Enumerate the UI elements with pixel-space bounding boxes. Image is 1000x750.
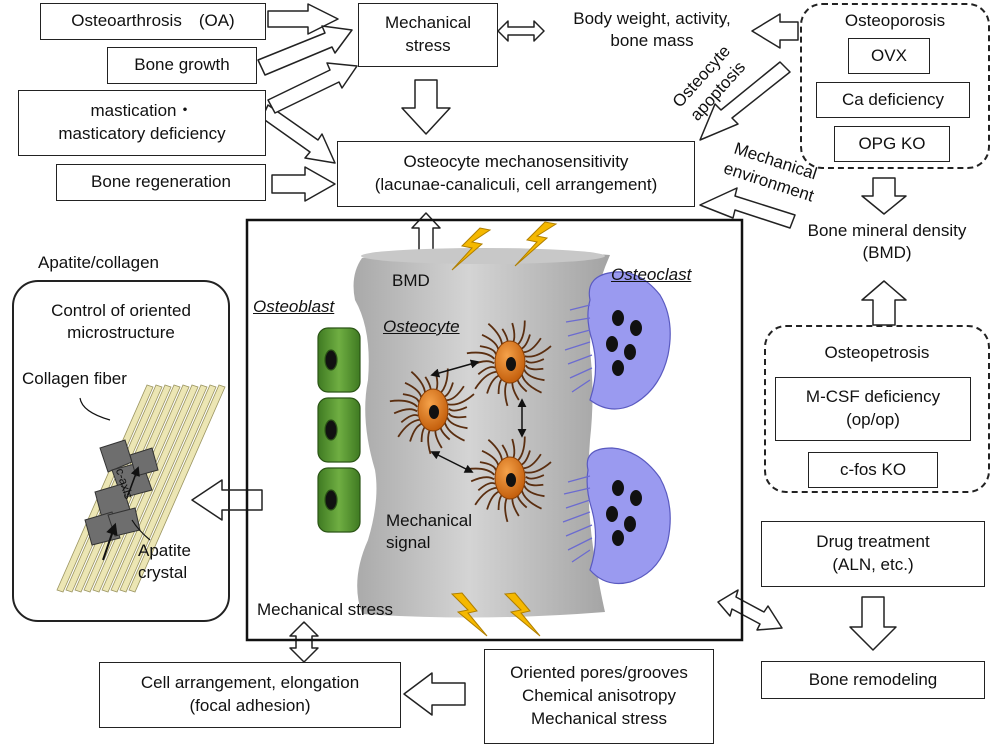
- oriented-pores-line1: Oriented pores/grooves: [510, 663, 688, 683]
- arrow-pores-to-cell: [403, 672, 466, 716]
- arrow-mech-environment: [699, 187, 796, 229]
- oriented-pores-line2: Chemical anisotropy: [521, 686, 676, 706]
- collagen-fiber-bundle: [56, 384, 226, 593]
- arrow-regeneration-to-sensitivity: [271, 166, 336, 202]
- lightning-icon: [451, 227, 492, 271]
- arrow-osteoporosis-to-bmd: [861, 177, 907, 215]
- arrow-stress-bodyweight: [497, 20, 545, 42]
- drug-treatment-line1: Drug treatment: [816, 532, 930, 552]
- lightning-icon: [503, 592, 541, 637]
- apatite-collagen-title: Apatite/collagen: [38, 253, 159, 272]
- oriented-pores-box: Oriented pores/grooves Chemical anisotro…: [484, 649, 714, 744]
- collagen-fiber-label: Collagen fiber: [22, 369, 127, 388]
- arrow-osteopetrosis-to-bmd: [861, 280, 907, 326]
- osteoporosis-title: Osteoporosis: [844, 11, 946, 30]
- cfos-ko-label: c-fos KO: [839, 459, 907, 479]
- mechanical-stress-top-box: Mechanical stress: [358, 3, 498, 67]
- arrow-mastication-to-sensitivity: [261, 104, 336, 164]
- bone-growth-box: Bone growth: [107, 47, 257, 84]
- osteopetrosis-group: [764, 325, 990, 493]
- mastication-box: mastication・ masticatory deficiency: [18, 90, 266, 156]
- center-bmd-label: BMD: [392, 271, 430, 290]
- collagen-fiber: [110, 384, 208, 593]
- masticatory-deficiency-label: masticatory deficiency: [58, 124, 226, 143]
- arrow-growth-to-stress: [257, 25, 353, 76]
- collagen-fiber: [119, 384, 217, 593]
- mech-stress-line2: stress: [405, 36, 451, 55]
- cell-arrangement-box: Cell arrangement, elongation (focal adhe…: [99, 662, 401, 728]
- mastication-label: mastication・: [90, 101, 194, 121]
- osteoblast-cells: [317, 327, 361, 533]
- osteocyte-cells: [389, 320, 552, 523]
- osteocyte-cell: [466, 436, 552, 523]
- osteocyte-cell: [466, 320, 552, 407]
- cfos-ko-box: c-fos KO: [808, 452, 938, 488]
- center-panel: [245, 218, 744, 642]
- mcsf-line2: (op/op): [846, 410, 900, 429]
- lightning-icon: [514, 221, 558, 267]
- osteopetrosis-title: Osteopetrosis: [824, 343, 930, 362]
- mcsf-line1: M-CSF deficiency: [805, 387, 941, 407]
- bmd-label: Bone mineral density(BMD): [807, 221, 967, 263]
- lightning-icon: [450, 592, 488, 637]
- microstructure-panel: [12, 280, 230, 622]
- opg-ko-box: OPG KO: [834, 126, 950, 162]
- ca-deficiency-box: Ca deficiency: [816, 82, 970, 118]
- arrow-stress-cell-bottom: [289, 621, 319, 663]
- oa-box: Osteoarthrosis (OA): [40, 3, 266, 40]
- ca-deficiency-label: Ca deficiency: [841, 89, 945, 109]
- bone-regeneration-label: Bone regeneration: [91, 172, 231, 192]
- mechanosensitivity-line1: Osteocyte mechanosensitivity: [403, 152, 629, 172]
- oa-label: Osteoarthrosis (OA): [71, 11, 235, 31]
- osteoclast-label: Osteoclast: [611, 265, 692, 284]
- drug-treatment-line2: (ALN, etc.): [832, 555, 914, 574]
- osteoclast-cells: [586, 271, 671, 585]
- bone-growth-label: Bone growth: [134, 55, 230, 75]
- mechanosensitivity-line2: (lacunae-canaliculi, cell arrangement): [374, 175, 658, 194]
- bone-remodeling-label: Bone remodeling: [808, 669, 938, 689]
- arrow-drug-center: [717, 589, 783, 631]
- bone-remodeling-box: Bone remodeling: [761, 661, 985, 699]
- osteocyte-cell: [389, 368, 475, 455]
- arrow-osteoporosis-to-bodyweight: [751, 13, 799, 49]
- ovx-box: OVX: [848, 38, 930, 74]
- arrow-mastication-to-stress: [267, 62, 358, 114]
- arrow-drug-to-remodeling: [849, 596, 897, 651]
- cell-arrangement-line1: Cell arrangement, elongation: [140, 673, 360, 693]
- oriented-pores-line3: Mechanical stress: [530, 708, 668, 728]
- osteoporosis-group: [800, 3, 990, 169]
- bone-regeneration-box: Bone regeneration: [56, 164, 266, 201]
- collagen-fiber: [128, 384, 226, 593]
- arrow-apoptosis: [699, 61, 791, 141]
- osteoblast-label: Osteoblast: [253, 297, 335, 316]
- cell-arrangement-line2: (focal adhesion): [189, 696, 311, 715]
- mechanosensitivity-box: Osteocyte mechanosensitivity (lacunae-ca…: [337, 141, 695, 207]
- mech-stress-line1: Mechanical: [385, 13, 471, 33]
- mechanical-stress-bottom-label: Mechanical stress: [257, 600, 394, 619]
- body-weight-label: Body weight, activity,bone mass: [573, 9, 731, 51]
- opg-ko-label: OPG KO: [858, 133, 926, 153]
- arrow-center-to-microstructure: [191, 479, 263, 521]
- arrow-stress-down: [401, 79, 451, 135]
- mcsf-box: M-CSF deficiency (op/op): [775, 377, 971, 441]
- bone-matrix: [353, 250, 610, 618]
- osteocyte-label: Osteocyte: [383, 317, 460, 336]
- ovx-label: OVX: [871, 45, 907, 65]
- drug-treatment-box: Drug treatment (ALN, etc.): [761, 521, 985, 587]
